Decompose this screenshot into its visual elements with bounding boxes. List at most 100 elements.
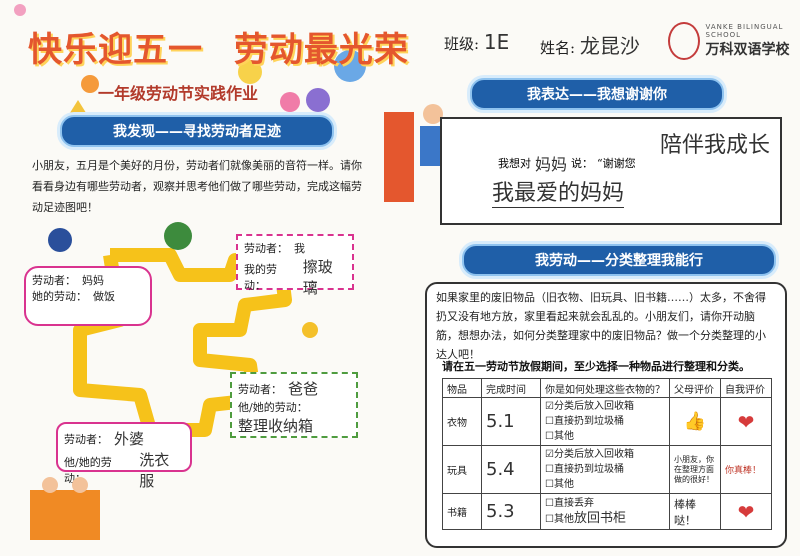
option-label: 其他 bbox=[553, 479, 574, 490]
work-value: 擦玻璃 bbox=[302, 258, 333, 297]
sort-heading: 我劳动——分类整理我能行 bbox=[462, 244, 776, 276]
sorting-table: 物品 完成时间 你是如何处理这些衣物的？ 父母评价 自我评价 衣物 5.1 ☑分… bbox=[442, 378, 772, 530]
title-part-1: 快乐迎五一 bbox=[28, 30, 203, 70]
class-field: 班级: 1E bbox=[444, 30, 509, 54]
option-checkbox[interactable]: ☐其他 bbox=[545, 479, 574, 490]
thanks-heading: 我表达——我想谢谢你 bbox=[470, 78, 724, 110]
option-checkbox[interactable]: ☐其他放回书柜 bbox=[545, 511, 626, 526]
discover-intro: 小朋友，五月是个美好的月份，劳动者们就像美丽的音符一样。请你看看身边有哪些劳动者… bbox=[32, 159, 362, 214]
flower-icon bbox=[302, 322, 318, 338]
school-logo-icon bbox=[668, 22, 700, 60]
worker-value: 我 bbox=[294, 242, 305, 255]
self-eval-heart-icon: ❤ bbox=[720, 397, 772, 446]
class-value: 1E bbox=[483, 30, 510, 54]
thanks-prefix: 我想对 bbox=[498, 157, 531, 170]
number-five-icon bbox=[384, 112, 414, 202]
work-value: 整理收纳箱 bbox=[238, 417, 314, 435]
thanks-line-1: 陪伴我成长 bbox=[660, 133, 771, 158]
header-item: 物品 bbox=[442, 378, 482, 398]
worker-label: 劳动者： bbox=[64, 432, 108, 446]
school-name-chinese: 万科双语学校 bbox=[705, 42, 790, 58]
name-value: 龙昆沙 bbox=[579, 34, 640, 58]
sort-instruction: 请在五一劳动节放假期间，至少选择一种物品进行整理和分类。 bbox=[442, 360, 750, 373]
header-date: 完成时间 bbox=[481, 378, 541, 398]
decor-triangle bbox=[68, 100, 88, 116]
thanks-person: 妈妈 bbox=[535, 155, 568, 174]
work-value: 做饭 bbox=[93, 290, 115, 303]
decor-dot-yellow bbox=[238, 60, 262, 84]
option-checkbox[interactable]: ☐直接丢弃 bbox=[545, 498, 594, 509]
person-head-icon bbox=[42, 477, 58, 493]
decor-dot-pink bbox=[14, 4, 26, 16]
work-value: 洗衣服 bbox=[139, 451, 170, 490]
parent-eval-text: 棒棒哒！ bbox=[669, 493, 721, 530]
row-options: ☐直接丢弃 ☐其他放回书柜 bbox=[540, 493, 670, 530]
table-header-row: 物品 完成时间 你是如何处理这些衣物的？ 父母评价 自我评价 bbox=[442, 378, 772, 398]
self-eval-heart-icon: ❤ bbox=[720, 493, 772, 530]
option-checkbox[interactable]: ☐其他 bbox=[545, 431, 574, 442]
option-label: 直接扔到垃圾桶 bbox=[553, 416, 624, 427]
table-row: 玩具 5.4 ☑分类后放入回收箱 ☐直接扔到垃圾桶 ☐其他 小朋友，你在整理方面… bbox=[442, 445, 772, 494]
option-label: 直接丢弃 bbox=[553, 498, 594, 509]
header-self-eval: 自我评价 bbox=[720, 378, 772, 398]
row-item: 玩具 bbox=[442, 445, 482, 494]
option-label: 其他 bbox=[553, 514, 574, 525]
workers-illustration bbox=[30, 477, 100, 540]
school-name-english: VANKE BILINGUAL SCHOOL bbox=[705, 23, 784, 39]
worker-value: 外婆 bbox=[114, 430, 145, 448]
option-label: 其他 bbox=[553, 431, 574, 442]
worker-card-dad: 劳动者：爸爸 他/她的劳动： 整理收纳箱 bbox=[230, 372, 358, 438]
row-options: ☑分类后放入回收箱 ☐直接扔到垃圾桶 ☐其他 bbox=[540, 397, 670, 446]
worker-figure-icon bbox=[48, 228, 72, 252]
option-checkbox[interactable]: ☐直接扔到垃圾桶 bbox=[545, 416, 624, 427]
row-item: 衣物 bbox=[442, 397, 482, 446]
page-subtitle: 一年级劳动节实践作业 bbox=[98, 84, 259, 103]
table-row: 衣物 5.1 ☑分类后放入回收箱 ☐直接扔到垃圾桶 ☐其他 👍 ❤ bbox=[442, 397, 772, 446]
row-date: 5.4 bbox=[481, 445, 541, 494]
worker-label: 劳动者： bbox=[238, 382, 282, 396]
work-label: 我的劳动： bbox=[244, 263, 277, 292]
option-checkbox[interactable]: ☑分类后放入回收箱 bbox=[545, 449, 634, 460]
decor-dot-purple bbox=[306, 88, 330, 112]
sort-intro: 如果家里的废旧物品（旧衣物、旧玩具、旧书籍……）太多，不舍得扔又没有地方放，家里… bbox=[436, 291, 766, 361]
worker-head-icon bbox=[423, 104, 443, 124]
header-method: 你是如何处理这些衣物的？ bbox=[540, 378, 670, 398]
decor-dot-orange bbox=[81, 75, 99, 93]
worker-label: 劳动者： bbox=[244, 242, 288, 255]
row-date: 5.3 bbox=[481, 493, 541, 530]
trail-path bbox=[73, 248, 292, 437]
work-label: 她的劳动： bbox=[32, 290, 87, 303]
school-logo: VANKE BILINGUAL SCHOOL 万科双语学校 bbox=[668, 22, 800, 60]
name-label: 姓名: bbox=[540, 39, 576, 57]
row-options: ☑分类后放入回收箱 ☐直接扔到垃圾桶 ☐其他 bbox=[540, 445, 670, 494]
thanks-say: 说： bbox=[571, 157, 594, 170]
decor-dot-blue bbox=[334, 50, 366, 82]
discover-heading: 我发现——寻找劳动者足迹 bbox=[60, 115, 334, 147]
row-item: 书籍 bbox=[442, 493, 482, 530]
option-checkbox[interactable]: ☑分类后放入回收箱 bbox=[545, 401, 634, 412]
worker-label: 劳动者： bbox=[32, 274, 76, 287]
thanks-line-2: 我最爱的妈妈 bbox=[492, 175, 625, 208]
parent-eval-icon: 👍 bbox=[669, 397, 721, 446]
thanks-box: 我想对 妈妈 说： “谢谢您 陪伴我成长 我最爱的妈妈 bbox=[440, 117, 782, 225]
header-parent-eval: 父母评价 bbox=[669, 378, 721, 398]
table-row: 书籍 5.3 ☐直接丢弃 ☐其他放回书柜 棒棒哒！ ❤ bbox=[442, 493, 772, 530]
stage-box-icon bbox=[30, 490, 100, 540]
thanks-word: “谢谢您 bbox=[597, 157, 636, 170]
worker-card-grandma: 劳动者：外婆 他/她的劳动：洗衣服 bbox=[56, 422, 192, 490]
worker-card-mom: 劳动者： 妈妈 她的劳动： 做饭 bbox=[24, 266, 152, 326]
option-label: 分类后放入回收箱 bbox=[553, 449, 634, 460]
worker-value: 妈妈 bbox=[82, 274, 104, 287]
page-title: 快乐迎五一 劳动最光荣 bbox=[28, 22, 427, 71]
title-part-2: 劳动最光荣 bbox=[233, 30, 409, 70]
self-eval-text: 你真棒！ bbox=[720, 445, 772, 494]
work-label: 他/她的劳动： bbox=[238, 401, 308, 414]
option-checkbox[interactable]: ☐直接扔到垃圾桶 bbox=[545, 464, 624, 475]
class-label: 班级: bbox=[444, 35, 480, 53]
decor-dot-pink2 bbox=[280, 92, 300, 112]
footprint-trail bbox=[48, 222, 318, 437]
name-field: 姓名: 龙昆沙 bbox=[540, 30, 640, 59]
option-label: 直接扔到垃圾桶 bbox=[553, 464, 624, 475]
